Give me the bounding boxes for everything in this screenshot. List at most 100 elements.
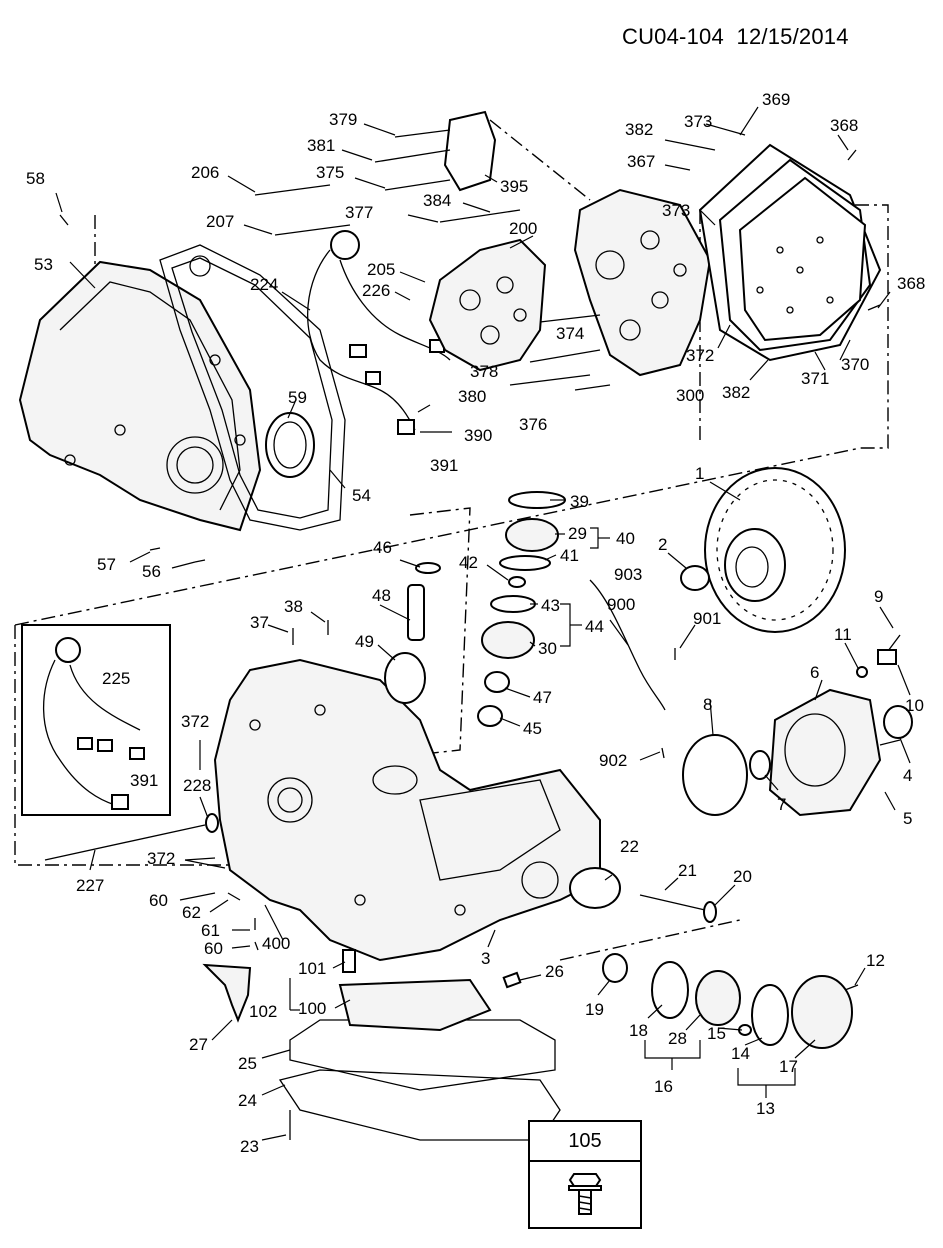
callout-40: 40 <box>616 529 635 548</box>
callout-25: 25 <box>238 1054 257 1073</box>
bracket-395 <box>443 110 497 192</box>
callout-42: 42 <box>459 553 478 572</box>
callout-46: 46 <box>373 538 392 557</box>
callout-47: 47 <box>533 688 552 707</box>
callout-102: 102 <box>249 1002 278 1021</box>
side-cover-53 <box>18 260 262 532</box>
callout-60-lower: 60 <box>204 939 223 958</box>
callout-379: 379 <box>329 110 358 129</box>
callout-53: 53 <box>34 255 53 274</box>
diagram-date: 12/15/2014 <box>736 24 849 49</box>
callout-372-lower: 372 <box>147 849 176 868</box>
callout-372-mid: 372 <box>181 712 210 731</box>
callout-12: 12 <box>866 951 885 970</box>
callout-24: 24 <box>238 1091 257 1110</box>
callout-373-mid: 373 <box>662 201 691 220</box>
callout-30: 30 <box>538 639 557 658</box>
valve-body-300 <box>573 188 712 377</box>
callout-225: 225 <box>102 669 131 688</box>
callout-903: 903 <box>614 565 643 584</box>
end-cover-assembly <box>602 953 859 1049</box>
callout-45: 45 <box>523 719 542 738</box>
callout-374: 374 <box>556 324 585 343</box>
callout-61: 61 <box>201 921 220 940</box>
sensor-parts-9-10-11 <box>856 634 901 746</box>
callout-368-top: 368 <box>830 116 859 135</box>
callout-373-top: 373 <box>684 112 713 131</box>
callout-29: 29 <box>568 524 587 543</box>
plug-26 <box>502 971 522 989</box>
callout-19: 19 <box>585 1000 604 1019</box>
callout-6: 6 <box>810 663 820 682</box>
section-line-top <box>14 380 889 626</box>
callout-20: 20 <box>733 867 752 886</box>
callout-58: 58 <box>26 169 45 188</box>
callout-59: 59 <box>288 388 307 407</box>
callout-100: 100 <box>298 999 327 1018</box>
callout-900: 900 <box>607 595 636 614</box>
callout-391-inset: 391 <box>130 771 159 790</box>
separator-plates-369-371 <box>698 143 882 362</box>
bushing-2 <box>680 565 710 591</box>
pump-body-200 <box>428 238 547 372</box>
callout-3: 3 <box>481 949 491 968</box>
section-line-plate <box>489 119 591 201</box>
callout-17: 17 <box>779 1057 798 1076</box>
pump-housing-6 <box>749 688 913 817</box>
inset-box-225 <box>21 624 171 816</box>
callout-378: 378 <box>470 362 499 381</box>
torque-converter-1 <box>704 467 846 633</box>
callout-44: 44 <box>585 617 604 636</box>
callout-23: 23 <box>240 1137 259 1156</box>
callout-375: 375 <box>316 163 345 182</box>
callout-205: 205 <box>367 260 396 279</box>
callout-37: 37 <box>250 613 269 632</box>
callout-4: 4 <box>903 766 913 785</box>
wiring-harness-224 <box>307 230 451 435</box>
accumulator-parts <box>384 562 441 704</box>
callout-27: 27 <box>189 1035 208 1054</box>
callout-15: 15 <box>707 1024 726 1043</box>
callout-207: 207 <box>206 212 235 231</box>
seal-228 <box>205 813 219 833</box>
diagram-header: CU04-104 12/15/2014 <box>622 24 849 50</box>
callout-228: 228 <box>183 776 212 795</box>
shaft-227 <box>44 824 206 861</box>
callout-382-top: 382 <box>625 120 654 139</box>
callout-8: 8 <box>703 695 713 714</box>
callout-41: 41 <box>560 546 579 565</box>
callout-14: 14 <box>731 1044 750 1063</box>
callout-380: 380 <box>458 387 487 406</box>
callout-16: 16 <box>654 1077 673 1096</box>
callout-5: 5 <box>903 809 913 828</box>
callout-381: 381 <box>307 136 336 155</box>
bolt-icon <box>530 1162 640 1224</box>
callout-7: 7 <box>777 795 787 814</box>
callout-1: 1 <box>695 464 705 483</box>
callout-226: 226 <box>362 281 391 300</box>
callout-395: 395 <box>500 177 529 196</box>
callout-400: 400 <box>262 934 291 953</box>
callout-2: 2 <box>658 535 668 554</box>
callout-28: 28 <box>668 1029 687 1048</box>
callout-224: 224 <box>250 275 279 294</box>
callout-18: 18 <box>629 1021 648 1040</box>
callout-9: 9 <box>874 587 884 606</box>
callout-370: 370 <box>841 355 870 374</box>
callout-376: 376 <box>519 415 548 434</box>
callout-26: 26 <box>545 962 564 981</box>
callout-49: 49 <box>355 632 374 651</box>
callout-369: 369 <box>762 90 791 109</box>
callout-300: 300 <box>676 386 705 405</box>
servo-parts <box>477 491 566 727</box>
callout-391-main: 391 <box>430 456 459 475</box>
callout-11: 11 <box>834 625 852 644</box>
shaft-and-spring <box>569 867 717 923</box>
callout-371: 371 <box>801 369 830 388</box>
callout-38: 38 <box>284 597 303 616</box>
callout-21: 21 <box>678 861 697 880</box>
callout-62: 62 <box>182 903 201 922</box>
inset-harness-225 <box>42 637 145 810</box>
